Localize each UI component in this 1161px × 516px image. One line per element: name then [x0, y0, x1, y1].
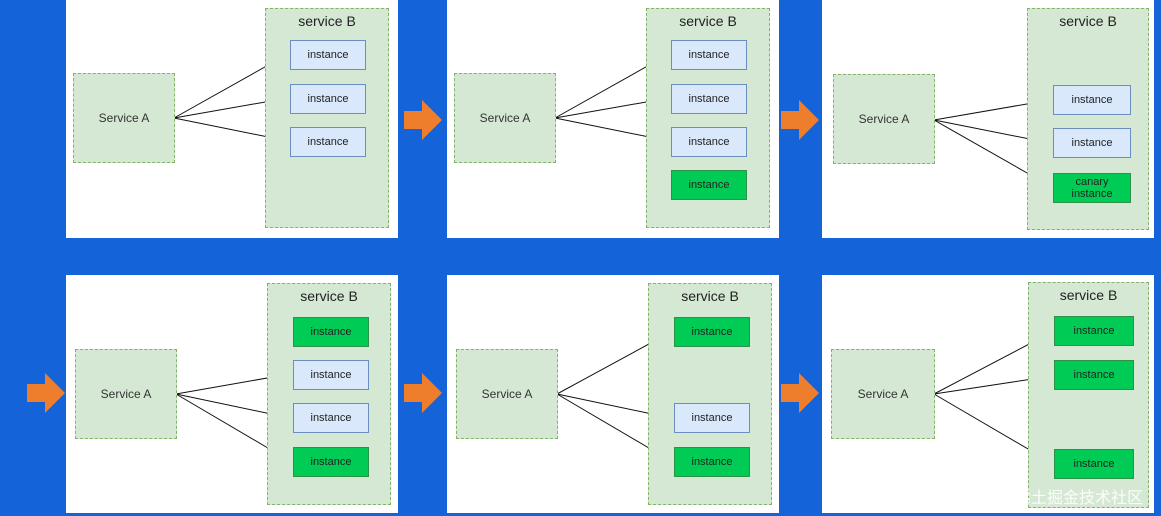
instance-box: instance	[293, 317, 369, 347]
service-a-label: Service A	[858, 112, 910, 126]
diagram-panel-6: Service A service B instance instance in…	[822, 275, 1154, 513]
flow-arrow-icon	[781, 100, 819, 140]
instance-box: instance	[674, 317, 750, 347]
diagram-panel-3: Service A service B instance instance ca…	[822, 0, 1154, 238]
service-a-box: Service A	[73, 73, 175, 163]
canary-instance-box: canary instance	[1053, 173, 1131, 203]
service-b-title: service B	[1059, 13, 1117, 29]
instance-box: instance	[674, 447, 750, 477]
instance-box: instance	[293, 403, 369, 433]
watermark: @稀土掘金技术社区	[998, 488, 1143, 507]
instance-box: instance	[1054, 316, 1134, 346]
instance-box: instance	[1054, 449, 1134, 479]
instance-box: instance	[1053, 85, 1131, 115]
instance-box: instance	[671, 170, 747, 200]
service-a-box: Service A	[454, 73, 556, 163]
instance-box: instance	[290, 127, 366, 157]
service-b-title: service B	[681, 288, 739, 304]
instance-box: instance	[671, 127, 747, 157]
service-b-title: service B	[298, 13, 356, 29]
service-a-label: Service A	[98, 111, 150, 125]
service-a-box: Service A	[833, 74, 935, 164]
instance-box: instance	[293, 447, 369, 477]
flow-arrow-icon	[781, 373, 819, 413]
flow-arrow-icon	[27, 373, 65, 413]
flow-arrow-icon	[404, 373, 442, 413]
instance-box: instance	[293, 360, 369, 390]
service-b-title: service B	[679, 13, 737, 29]
instance-box: instance	[671, 40, 747, 70]
instance-box: instance	[1053, 128, 1131, 158]
service-a-box: Service A	[75, 349, 177, 439]
service-a-box: Service A	[831, 349, 935, 439]
instance-box: instance	[671, 84, 747, 114]
service-a-label: Service A	[481, 387, 533, 401]
service-a-box: Service A	[456, 349, 558, 439]
service-b-title: service B	[300, 288, 358, 304]
service-a-label: Service A	[100, 387, 152, 401]
instance-box: instance	[290, 84, 366, 114]
service-a-label: Service A	[479, 111, 531, 125]
instance-box: instance	[290, 40, 366, 70]
diagram-panel-4: Service A service B instance instance in…	[66, 275, 398, 513]
diagram-panel-1: Service A service B instance instance in…	[66, 0, 398, 238]
instance-box: instance	[674, 403, 750, 433]
diagram-panel-5: Service A service B instance instance in…	[447, 275, 779, 513]
flow-arrow-icon	[404, 100, 442, 140]
service-a-label: Service A	[857, 387, 909, 401]
diagram-panel-2: Service A service B instance instance in…	[447, 0, 779, 238]
instance-box: instance	[1054, 360, 1134, 390]
service-b-title: service B	[1059, 287, 1118, 303]
